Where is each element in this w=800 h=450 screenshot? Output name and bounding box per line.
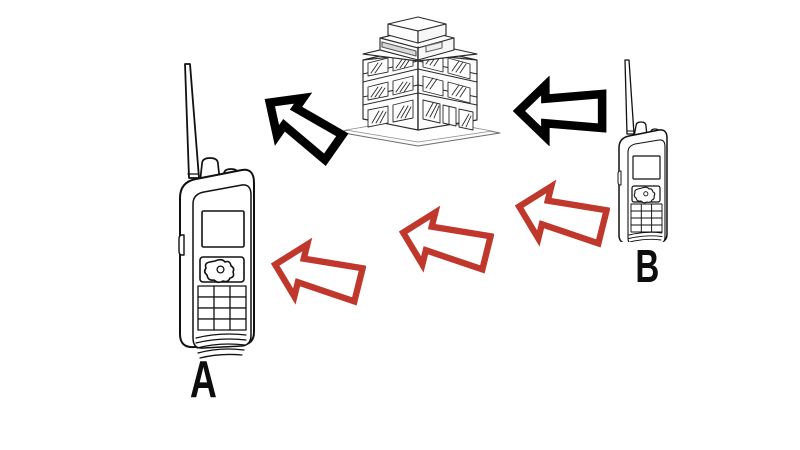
antenna bbox=[624, 59, 635, 135]
navigation-pad bbox=[633, 186, 656, 204]
black-arrow-left bbox=[255, 78, 350, 173]
red-arrow-near-b-svg bbox=[514, 179, 611, 248]
red-arrow-middle bbox=[396, 204, 495, 280]
red-arrow-near-a bbox=[268, 236, 367, 312]
keypad bbox=[197, 285, 247, 331]
black-arrow-right bbox=[512, 75, 608, 147]
display-screen bbox=[632, 155, 661, 180]
ptt-button bbox=[617, 170, 622, 186]
radio-b-label: B bbox=[635, 240, 659, 292]
antenna bbox=[184, 63, 200, 179]
arrow-shape bbox=[264, 92, 349, 167]
black-arrow-right-svg bbox=[512, 75, 607, 147]
speaker-grille bbox=[195, 333, 247, 359]
windows-ground-left bbox=[367, 99, 414, 128]
radio-a-svg bbox=[178, 63, 255, 359]
keypad bbox=[630, 203, 663, 233]
windows-middle-right bbox=[422, 75, 471, 104]
navigation-pad bbox=[203, 258, 235, 284]
red-arrow-middle-svg bbox=[398, 205, 495, 274]
windows-ground-right bbox=[422, 99, 474, 131]
red-arrow-near-a-svg bbox=[270, 237, 367, 306]
ptt-button bbox=[178, 234, 185, 256]
rooftop-structure bbox=[379, 16, 455, 61]
arrow-shape bbox=[398, 205, 495, 274]
red-arrow-near-b bbox=[512, 178, 611, 254]
windows-middle-left bbox=[367, 75, 414, 101]
black-arrow-left-svg bbox=[264, 92, 349, 167]
arrow-shape bbox=[512, 75, 607, 147]
display-screen bbox=[201, 210, 245, 248]
radio-a-label: A bbox=[189, 351, 217, 409]
radio-b-svg bbox=[617, 59, 668, 246]
building-svg bbox=[337, 16, 501, 147]
arrow-shape bbox=[270, 237, 367, 306]
radio-a-illustration bbox=[160, 50, 275, 362]
arrow-shape bbox=[514, 179, 611, 248]
radio-b-illustration bbox=[604, 52, 684, 246]
speaker-grille bbox=[628, 231, 663, 243]
building-illustration bbox=[330, 2, 510, 152]
